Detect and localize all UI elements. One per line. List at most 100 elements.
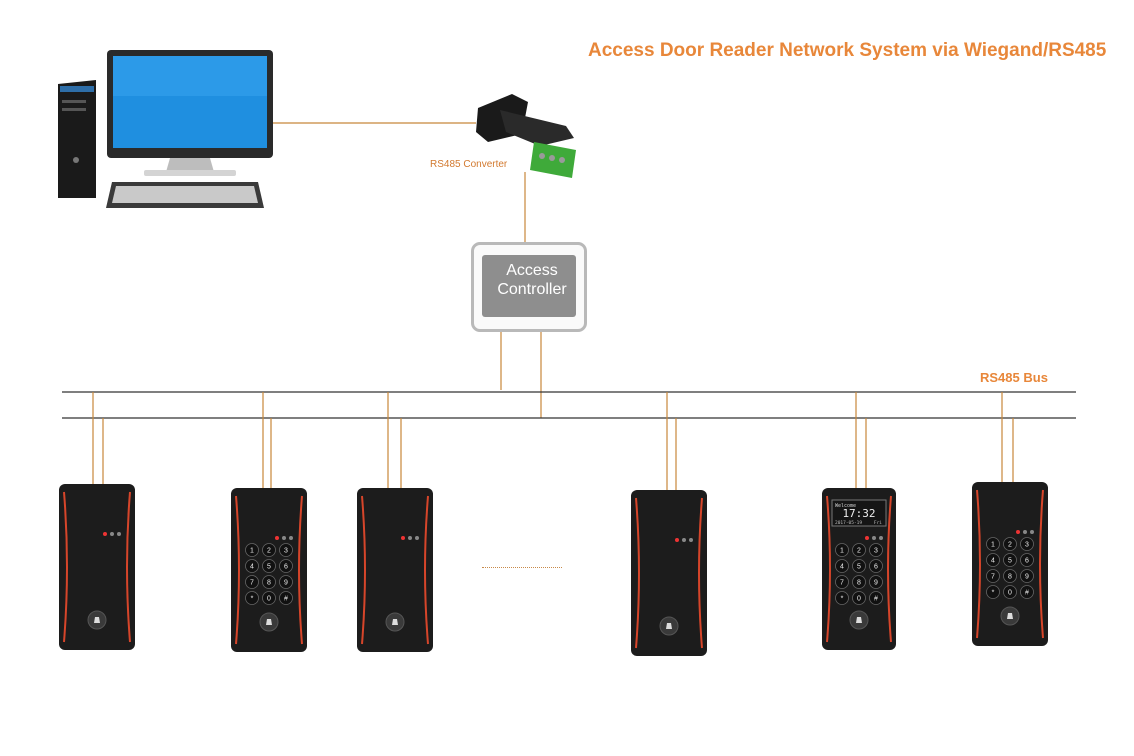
status-led [289, 536, 293, 540]
keypad-key-label: 2 [857, 548, 861, 555]
keypad-key-label: 1 [991, 542, 995, 549]
status-led [415, 536, 419, 540]
keypad-key-label: 8 [1008, 574, 1012, 581]
status-led [872, 536, 876, 540]
controller-panel [482, 255, 576, 317]
keypad-key-label: 7 [840, 580, 844, 587]
status-led [103, 532, 107, 536]
ellipsis-more-readers [482, 567, 562, 568]
keypad-key-label: 6 [874, 564, 878, 571]
keypad-key [869, 543, 883, 557]
keypad-key [869, 591, 883, 605]
keypad-key-label: # [1025, 590, 1029, 597]
keypad-key [835, 543, 849, 557]
keypad-key-label: 1 [250, 548, 254, 555]
display-day: Fri [874, 520, 882, 526]
status-led [879, 536, 883, 540]
keypad-key-label: 7 [991, 574, 995, 581]
status-led [1016, 530, 1020, 534]
keypad-key-label: 6 [284, 564, 288, 571]
keypad-key [1020, 553, 1034, 567]
rs485-bus-label: RS485 Bus [980, 370, 1048, 385]
keypad-key-label: 9 [874, 580, 878, 587]
status-led [865, 536, 869, 540]
keypad-key-label: 8 [267, 580, 271, 587]
keypad-key [1020, 585, 1034, 599]
keypad-key [245, 591, 259, 605]
keypad-key-label: # [874, 596, 878, 603]
status-led [689, 538, 693, 542]
status-led [401, 536, 405, 540]
controller-label: Access Controller [497, 262, 567, 298]
keypad-key [1020, 569, 1034, 583]
keypad-key-label: * [841, 596, 844, 603]
card-reader-plain [357, 488, 433, 652]
keypad-key-label: 9 [284, 580, 288, 587]
keypad-key [279, 575, 293, 589]
keypad-key-label: 1 [840, 548, 844, 555]
status-led [275, 536, 279, 540]
keypad-key [1003, 553, 1017, 567]
keypad-key [852, 559, 866, 573]
keypad-key-label: 5 [857, 564, 861, 571]
display-greeting: Welcome [835, 503, 856, 509]
keypad-key-label: 3 [1025, 542, 1029, 549]
keypad-key [279, 543, 293, 557]
keypad-key-label: 5 [267, 564, 271, 571]
computer-monitor [107, 50, 273, 176]
display-time: 17:32 [842, 507, 875, 520]
keypad-key [986, 537, 1000, 551]
keypad-key-label: 8 [857, 580, 861, 587]
status-led [117, 532, 121, 536]
keypad-key-label: 0 [857, 596, 861, 603]
keypad-key [262, 575, 276, 589]
status-led [682, 538, 686, 542]
status-led [110, 532, 114, 536]
diagram-title: Access Door Reader Network System via Wi… [588, 40, 1107, 61]
keypad-key [869, 559, 883, 573]
keypad-key-label: 5 [1008, 558, 1012, 565]
keypad-key [262, 591, 276, 605]
keypad-key-label: 3 [874, 548, 878, 555]
keypad-key [835, 575, 849, 589]
keypad-key [1003, 537, 1017, 551]
keypad-key-label: 0 [1008, 590, 1012, 597]
status-led [1023, 530, 1027, 534]
keypad-key [279, 591, 293, 605]
keypad-key [986, 569, 1000, 583]
keypad-key [245, 559, 259, 573]
keypad-key-label: 2 [1008, 542, 1012, 549]
keypad-key [852, 543, 866, 557]
keypad-key [245, 575, 259, 589]
access-controller: Access Controller [471, 242, 587, 332]
status-led [675, 538, 679, 542]
keypad-key-label: 2 [267, 548, 271, 555]
keypad-key [262, 543, 276, 557]
rs485-converter-device [476, 94, 576, 178]
keypad-key [986, 585, 1000, 599]
keypad-key-label: 4 [250, 564, 254, 571]
keypad-key [986, 553, 1000, 567]
keypad-key-label: 7 [250, 580, 254, 587]
keypad-key-label: 0 [267, 596, 271, 603]
keypad-key-label: 3 [284, 548, 288, 555]
keypad-key [835, 591, 849, 605]
keypad-key-label: 9 [1025, 574, 1029, 581]
keypad-key-label: * [992, 590, 995, 597]
keypad-key [279, 559, 293, 573]
card-reader-plain [59, 484, 135, 650]
display-date: 2017-05-19 [835, 520, 862, 526]
keypad-key-label: 6 [1025, 558, 1029, 565]
computer-keyboard [106, 182, 264, 208]
keypad-key [1003, 569, 1017, 583]
keypad-key-label: * [251, 596, 254, 603]
keypad-key [852, 591, 866, 605]
keypad-key [835, 559, 849, 573]
keypad-key [1020, 537, 1034, 551]
keypad-key [262, 559, 276, 573]
